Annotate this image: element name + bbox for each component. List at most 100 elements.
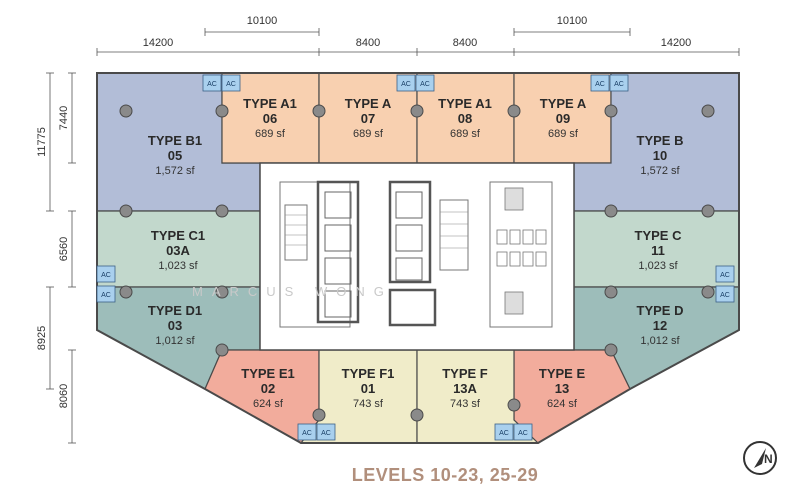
ac-label: AC: [321, 430, 331, 437]
unit-03A-number: 03A: [166, 243, 190, 258]
column-12: [119, 285, 133, 299]
dim-top-upper-left: 10100: [247, 15, 278, 27]
dimension-lines: [46, 28, 740, 444]
ac-label: AC: [302, 430, 312, 437]
column-14: [604, 285, 618, 299]
unit-02-number: 02: [261, 381, 275, 396]
ac-ledge-10: AC: [715, 285, 735, 303]
ac-ledge-4: AC: [415, 74, 435, 92]
dim-left-8060: 8060: [58, 384, 70, 408]
ac-ledge-3: AC: [396, 74, 416, 92]
column-2: [215, 104, 229, 118]
unit-06-number: 06: [263, 111, 277, 126]
unit-13-area-label: 624 sf: [547, 398, 578, 410]
column-7: [701, 104, 715, 118]
unit-06-area-label: 689 sf: [255, 128, 286, 140]
dimension-labels: 10100 10100 14200 8400 8400 14200 7440 1…: [36, 15, 691, 408]
dim-top-upper-right: 10100: [557, 15, 588, 27]
ac-ledge-12: AC: [316, 423, 336, 441]
north-compass-icon: N: [743, 441, 777, 475]
column-10: [604, 204, 618, 218]
unit-09-area-label: 689 sf: [548, 128, 579, 140]
column-3: [312, 104, 326, 118]
unit-13-type: TYPE E: [539, 366, 586, 381]
unit-10-area-label: 1,572 sf: [640, 165, 680, 177]
ac-ledge-13: AC: [494, 423, 514, 441]
column-13: [215, 285, 229, 299]
column-20: [507, 398, 521, 412]
column-5: [507, 104, 521, 118]
unit-07-area-label: 689 sf: [353, 128, 384, 140]
dim-top-lower-4: 14200: [661, 37, 692, 49]
ac-label: AC: [226, 81, 236, 88]
dim-top-lower-1: 14200: [143, 37, 174, 49]
unit-12-number: 12: [653, 318, 667, 333]
unit-08-area-label: 689 sf: [450, 128, 481, 140]
ac-label: AC: [420, 81, 430, 88]
ac-label: AC: [401, 81, 411, 88]
unit-06-type: TYPE A1: [243, 96, 297, 111]
building-core: [259, 162, 575, 351]
unit-03A-area-label: 1,023 sf: [158, 260, 198, 272]
ac-ledge-11: AC: [297, 423, 317, 441]
dim-top-lower-3: 8400: [453, 37, 477, 49]
unit-12-type: TYPE D: [637, 303, 684, 318]
ac-ledge-7: AC: [96, 265, 116, 283]
ac-ledge-1: AC: [202, 74, 222, 92]
unit-03-number: 03: [168, 318, 182, 333]
building-outline: [96, 72, 740, 444]
unit-13-number: 13: [555, 381, 569, 396]
unit-09-type: TYPE A: [540, 96, 587, 111]
unit-03-area-label: 1,012 sf: [155, 335, 195, 347]
ac-ledge-14: AC: [513, 423, 533, 441]
column-4: [410, 104, 424, 118]
unit-11-area-label: 1,023 sf: [638, 260, 678, 272]
dim-left-6560: 6560: [58, 237, 70, 261]
ac-ledge-9: AC: [715, 265, 735, 283]
watermark: MARCUS WONG: [192, 284, 393, 299]
unit-01-type: TYPE F1: [342, 366, 395, 381]
unit-11-type: TYPE C: [635, 228, 683, 243]
ac-ledge-2: AC: [221, 74, 241, 92]
unit-13A-number: 13A: [453, 381, 477, 396]
unit-07-number: 07: [361, 111, 375, 126]
unit-03-type: TYPE D1: [148, 303, 202, 318]
column-16: [215, 343, 229, 357]
unit-03A-type: TYPE C1: [151, 228, 205, 243]
ac-label: AC: [518, 430, 528, 437]
unit-13A-area-label: 743 sf: [450, 398, 481, 410]
unit-05-type: TYPE B1: [148, 133, 202, 148]
unit-01-number: 01: [361, 381, 375, 396]
level-title: LEVELS 10-23, 25-29: [352, 465, 539, 485]
dim-left-11775: 11775: [36, 127, 48, 157]
unit-02-type: TYPE E1: [241, 366, 294, 381]
ac-label: AC: [499, 430, 509, 437]
ac-label: AC: [101, 272, 111, 279]
column-8: [119, 204, 133, 218]
unit-13A-type: TYPE F: [442, 366, 488, 381]
unit-09-number: 09: [556, 111, 570, 126]
unit-05-area-label: 1,572 sf: [155, 165, 195, 177]
column-19: [410, 408, 424, 422]
column-15: [701, 285, 715, 299]
structural-columns: [119, 104, 715, 422]
unit-11-number: 11: [651, 243, 665, 258]
ac-ledge-8: AC: [96, 285, 116, 303]
ac-ledge-5: AC: [590, 74, 610, 92]
dim-left-7440: 7440: [58, 106, 70, 130]
dim-left-8925: 8925: [36, 326, 48, 350]
ac-label: AC: [207, 81, 217, 88]
column-18: [312, 408, 326, 422]
ac-label: AC: [101, 292, 111, 299]
unit-07-type: TYPE A: [345, 96, 392, 111]
ac-label: AC: [720, 292, 730, 299]
unit-10-type: TYPE B: [637, 133, 684, 148]
unit-08-number: 08: [458, 111, 472, 126]
svg-text:N: N: [764, 452, 773, 466]
unit-01-area-label: 743 sf: [353, 398, 384, 410]
unit-10-number: 10: [653, 148, 667, 163]
column-17: [604, 343, 618, 357]
